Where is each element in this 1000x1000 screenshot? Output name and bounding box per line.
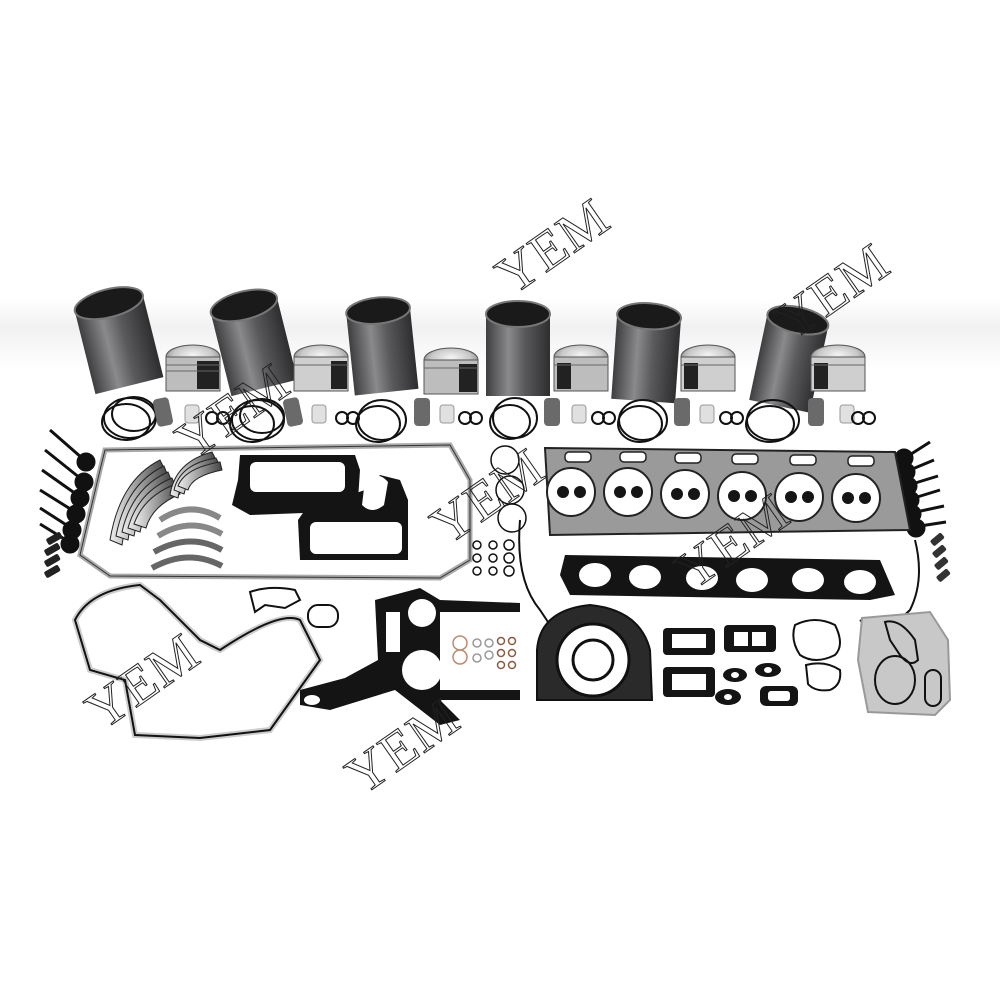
front-plate-gasket: [300, 588, 520, 725]
valves-right: [894, 440, 947, 538]
oil-cooler-gaskets: [232, 455, 408, 560]
water-pump-gasket: [856, 610, 952, 717]
main-bearings: [109, 451, 224, 571]
cylinder-liners: [73, 286, 830, 413]
valve-guides-right: [930, 533, 951, 582]
rear-crank-seal: [536, 603, 654, 701]
egr-gaskets: [663, 625, 798, 706]
valves-left: [39, 428, 96, 554]
valve-guides-left: [44, 532, 63, 578]
pistons: [165, 344, 866, 395]
o-ring-gaskets-right: [792, 619, 842, 692]
cylinder-head-gasket: [543, 446, 912, 537]
piston-pins: [153, 397, 855, 427]
exhaust-manifold-gasket: [560, 555, 895, 600]
thrust-washers: [150, 506, 224, 571]
oil-pan-gasket: [77, 442, 473, 581]
timing-cover-gasket: [71, 581, 339, 742]
o-rings-center: [472, 445, 527, 577]
snap-rings: [205, 411, 876, 425]
copper-washers: [452, 635, 517, 670]
